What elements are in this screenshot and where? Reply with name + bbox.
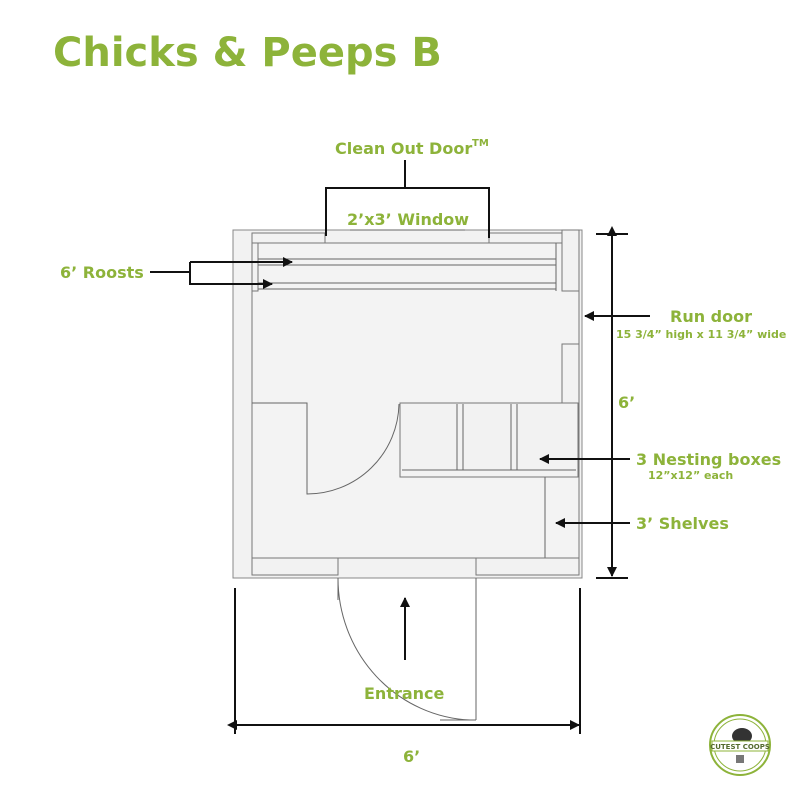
nesting-boxes <box>399 402 579 478</box>
bottom-wall-left <box>251 557 339 576</box>
width-dimension-label: 6’ <box>403 747 420 766</box>
nesting-boxes-label: 3 Nesting boxes <box>636 450 781 469</box>
roosts-bracket <box>150 262 191 285</box>
top-wall-left <box>251 232 326 244</box>
clean-out-door-label: Clean Out Door <box>335 139 472 158</box>
run-door-size: 15 3/4” high x 11 3/4” wide <box>616 328 786 341</box>
entrance-door-swing <box>337 577 471 721</box>
top-wall-right <box>488 232 564 244</box>
bottom-wall-right <box>475 557 580 576</box>
shelves-label: 3’ Shelves <box>636 514 729 533</box>
svg-text:CUTEST COOPS: CUTEST COOPS <box>710 743 770 751</box>
roosts-label: 6’ Roosts <box>60 263 144 282</box>
run-door <box>561 343 580 404</box>
trademark: TM <box>472 138 489 149</box>
page-title: Chicks & Peeps B <box>53 30 442 76</box>
window-label: 2’x3’ Window <box>347 210 469 229</box>
coop-floor <box>251 242 580 559</box>
left-post <box>251 242 259 292</box>
entrance-label: Entrance <box>364 684 445 703</box>
height-dimension-label: 6’ <box>618 393 635 412</box>
run-door-label: Run door <box>670 307 752 326</box>
nesting-size: 12”x12” each <box>648 469 733 482</box>
clean-out-door-bracket <box>325 160 490 238</box>
right-post <box>561 229 580 292</box>
cutest-coops-logo: CUTEST COOPS <box>709 714 771 776</box>
interior-door-swing <box>252 402 400 495</box>
